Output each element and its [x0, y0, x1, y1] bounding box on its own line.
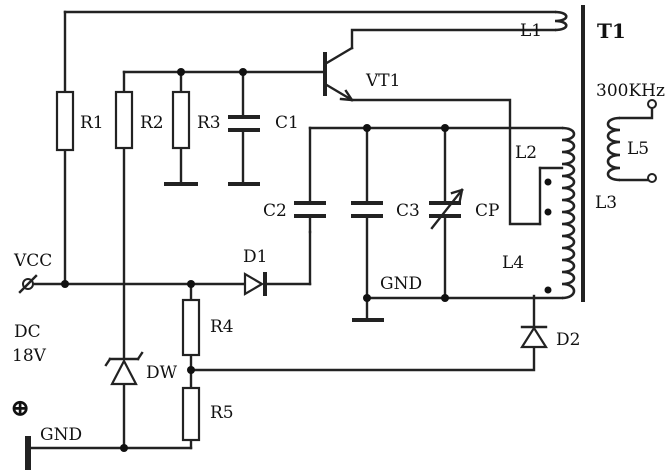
label-frequency: 300KHz	[596, 81, 665, 101]
label-r1: R1	[80, 113, 104, 133]
capacitor-cp-variable	[429, 188, 464, 230]
resistor-r1	[55, 90, 75, 152]
transistor-vt1	[323, 46, 354, 102]
label-vcc: VCC	[13, 251, 52, 271]
zener-diode-dw	[104, 351, 144, 386]
label-l2: L2	[515, 143, 537, 163]
label-gnd-mid: GND	[380, 274, 422, 294]
capacitor-c3	[351, 201, 383, 218]
diode-d1	[243, 272, 267, 296]
label-18v: 18V	[12, 346, 47, 366]
resistor-r2	[114, 90, 134, 150]
label-vt1: VT1	[365, 71, 400, 91]
label-c3: C3	[396, 201, 420, 221]
coil-l1	[554, 10, 568, 32]
resistor-r4	[181, 298, 201, 357]
label-l5: L5	[627, 139, 649, 159]
coil-l2-l3-l4	[538, 126, 576, 300]
label-l4: L4	[502, 253, 524, 273]
wires	[26, 10, 654, 450]
label-gnd-bottom: GND	[40, 425, 82, 445]
label-r4: R4	[210, 317, 234, 337]
diode-d2	[520, 325, 548, 349]
label-r2: R2	[140, 113, 164, 133]
label-cp: CP	[475, 201, 499, 221]
vcc-terminal	[18, 274, 38, 294]
label-l1: L1	[520, 21, 542, 41]
label-d1: D1	[243, 247, 267, 267]
label-r3: R3	[197, 113, 221, 133]
label-c1: C1	[275, 113, 299, 133]
label-t1: T1	[597, 19, 626, 43]
label-dw: DW	[146, 363, 178, 383]
plus-icon: ⊕	[10, 393, 30, 422]
resistor-r3	[171, 90, 191, 150]
resistor-r5	[181, 386, 201, 442]
label-d2: D2	[556, 330, 580, 350]
label-r5: R5	[210, 403, 234, 423]
labels: L1 T1 VT1 300KHz L5 R1 R2 R3 C1 L2 L3 C2…	[10, 19, 665, 445]
label-l3: L3	[595, 193, 617, 213]
junction-dots	[61, 68, 449, 452]
capacitor-c2	[294, 201, 326, 234]
coil-l5	[606, 99, 657, 183]
capacitor-c1	[228, 115, 260, 132]
winding-dots	[544, 178, 552, 294]
label-c2: C2	[263, 201, 287, 221]
label-dc: DC	[14, 322, 41, 342]
